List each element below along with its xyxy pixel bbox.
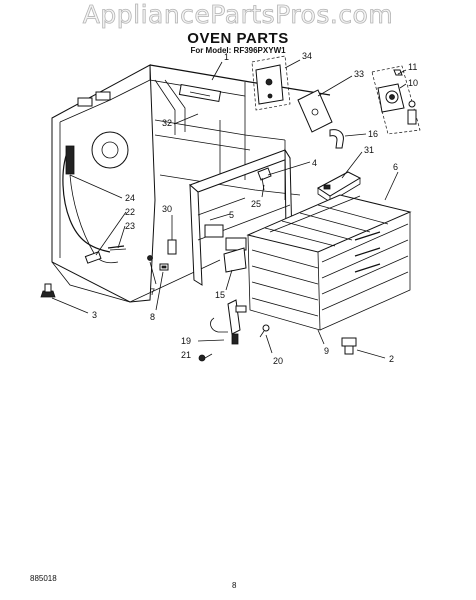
part-10-11-assembly — [371, 65, 421, 135]
diagram-title: OVEN PARTS — [187, 30, 289, 47]
callout-7: 7 — [150, 287, 155, 297]
watermark: AppliancePartsPros.com — [82, 0, 394, 29]
part-19-valve — [210, 299, 247, 345]
callout-6: 6 — [393, 162, 398, 172]
callout-2: 2 — [389, 354, 394, 364]
callout-19: 19 — [181, 336, 191, 346]
document-number: 885018 — [30, 574, 57, 583]
callout-34: 34 — [302, 51, 312, 61]
part-16-elbow — [329, 129, 344, 149]
callout-33: 33 — [354, 69, 364, 79]
part-25-clip — [257, 167, 272, 191]
oven-body-frame — [51, 64, 331, 303]
callout-25: 25 — [251, 199, 261, 209]
callout-4: 4 — [312, 158, 317, 168]
part-34-bracket — [251, 55, 291, 111]
callout-24: 24 — [125, 193, 135, 203]
callout-5: 5 — [229, 210, 234, 220]
callout-22: 22 — [125, 207, 135, 217]
callout-30: 30 — [162, 204, 172, 214]
part-15-bracket — [223, 247, 247, 273]
page-number: 8 — [232, 581, 237, 590]
callout-32: 32 — [162, 118, 172, 128]
part-3-leveling-leg — [40, 283, 56, 298]
front-frame — [189, 148, 293, 286]
callout-1: 1 — [224, 52, 229, 62]
callout-21: 21 — [181, 350, 191, 360]
callout-15: 15 — [215, 290, 225, 300]
callout-10: 10 — [408, 78, 418, 88]
model-line: For Model: RF396PXYW1 — [190, 46, 286, 55]
part-20-screw — [259, 324, 270, 338]
part-21-nut — [198, 354, 206, 362]
callout-3: 3 — [92, 310, 97, 320]
part-22-23-igniter — [84, 245, 127, 264]
oven-rack-box — [246, 194, 412, 331]
callout-9: 9 — [324, 346, 329, 356]
callout-labels: 1 34 33 11 10 16 31 6 4 25 5 32 24 22 23… — [92, 51, 418, 366]
callout-8: 8 — [150, 312, 155, 322]
callout-11: 11 — [408, 62, 417, 72]
callout-16: 16 — [368, 129, 378, 139]
leader-lines — [51, 59, 407, 359]
callout-20: 20 — [273, 356, 283, 366]
callout-23: 23 — [125, 221, 135, 231]
callout-31: 31 — [364, 145, 374, 155]
part-2-leveling-leg — [341, 337, 357, 355]
part-33-block — [297, 89, 333, 133]
